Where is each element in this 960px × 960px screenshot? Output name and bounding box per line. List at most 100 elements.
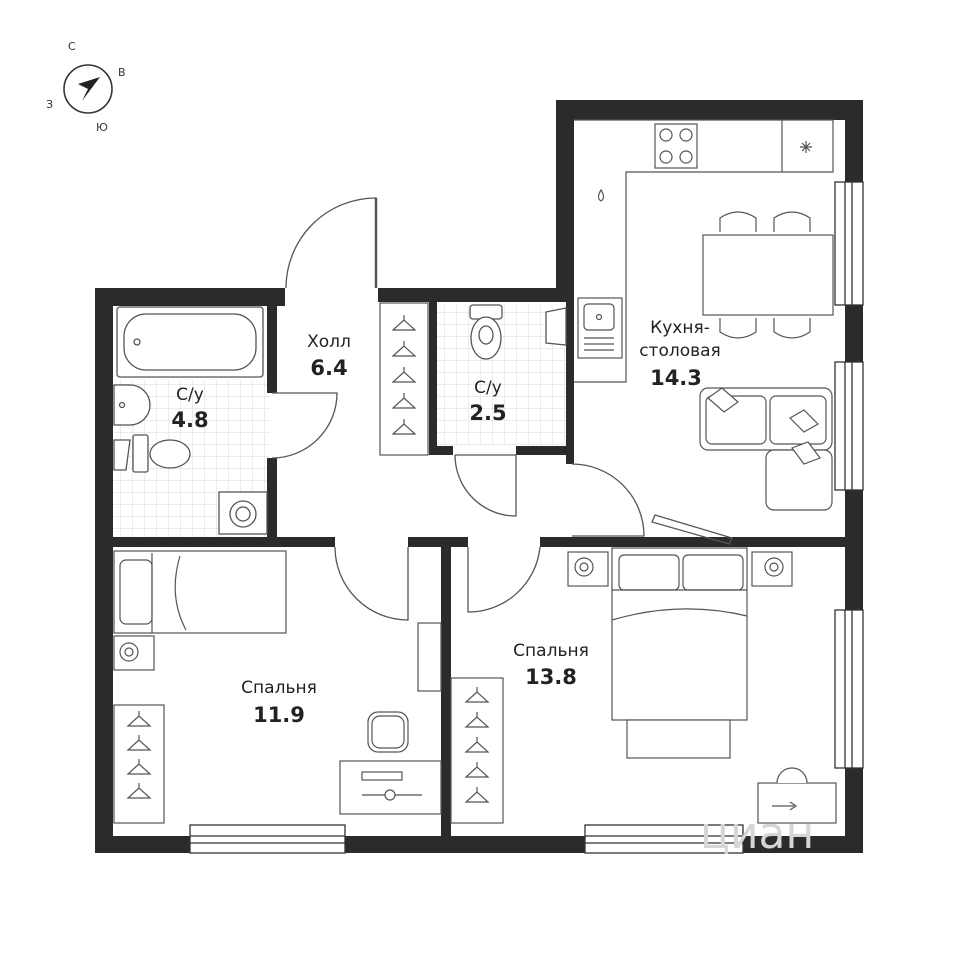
exterior-walls <box>95 100 863 853</box>
wall <box>845 768 863 853</box>
hanger-icon <box>391 341 417 357</box>
hanger-icon <box>126 711 152 727</box>
room-area-wc: 2.5 <box>469 401 506 425</box>
compass-north: С <box>68 40 76 53</box>
windows <box>189 181 864 854</box>
pillow-icon <box>789 409 819 433</box>
room-labels: С/у 4.8 Холл 6.4 С/у 2.5 Кухня- столовая… <box>171 318 720 727</box>
hanger-icon <box>391 367 417 383</box>
pillow-icon <box>791 441 821 465</box>
balcony-door-leaf <box>651 514 733 545</box>
stove-icon <box>654 123 698 169</box>
hanger-icon <box>391 419 417 435</box>
compass-south: Ю <box>96 121 108 134</box>
wall <box>429 302 437 455</box>
room-area-bathroom: 4.8 <box>171 408 208 432</box>
bedroom-left-door <box>334 546 409 621</box>
wall <box>845 490 863 610</box>
window <box>834 181 864 306</box>
room-name-bedroom-left: Спальня <box>241 678 317 698</box>
wall <box>556 100 863 120</box>
wall <box>378 288 574 302</box>
chair-icon <box>719 211 757 232</box>
interior-walls <box>113 288 845 837</box>
wall <box>95 836 190 853</box>
hanger-icon <box>464 687 490 703</box>
hanger-icon <box>464 712 490 728</box>
hanger-icon <box>126 783 152 799</box>
hall-closet <box>379 302 429 456</box>
room-area-bedroom-left: 11.9 <box>253 703 305 727</box>
room-name-wc: С/у <box>474 378 502 398</box>
chair-icon <box>773 318 811 339</box>
wall <box>441 537 451 837</box>
water-drop-icon <box>597 188 605 202</box>
bedroom-left-furniture <box>113 550 442 824</box>
kitchen-fixtures <box>574 119 834 511</box>
room-area-bedroom-right: 13.8 <box>525 665 577 689</box>
kitchen-sink-icon <box>577 297 623 359</box>
hanger-icon <box>391 393 417 409</box>
wall <box>345 836 585 853</box>
fridge-icon <box>800 141 812 153</box>
vanity-table-icon <box>757 767 837 824</box>
sink-icon <box>113 384 151 426</box>
kitchen-door <box>571 463 645 537</box>
wc-fixtures <box>469 304 567 360</box>
hanger-icon <box>464 787 490 803</box>
room-area-hall: 6.4 <box>310 356 347 380</box>
doors <box>271 197 733 621</box>
wall <box>267 288 277 393</box>
hanger-icon <box>391 315 417 331</box>
watermark: циан <box>700 808 814 859</box>
wardrobe <box>450 677 504 824</box>
single-bed-icon <box>113 550 287 634</box>
wardrobe <box>379 302 429 456</box>
room-name-kitchen-line1: Кухня- <box>650 318 710 338</box>
bedroom-right-door <box>467 546 541 613</box>
room-name-bathroom: С/у <box>176 385 204 405</box>
window <box>834 361 864 491</box>
wall <box>566 298 574 464</box>
compass-arrow-icon <box>78 77 100 101</box>
entrance-door <box>285 197 378 289</box>
bathroom-fixtures <box>113 306 268 535</box>
dining-table-icon <box>702 211 834 339</box>
wall-shelf <box>417 622 442 692</box>
desk-icon <box>339 760 442 815</box>
chair-icon <box>719 318 757 339</box>
window <box>584 824 744 854</box>
nightstand-icon <box>567 551 609 587</box>
toilet-icon <box>469 304 503 360</box>
wall <box>845 305 863 362</box>
wall <box>556 100 574 298</box>
wall <box>743 836 863 853</box>
double-bed-icon <box>611 547 748 759</box>
bedroom-right-furniture <box>450 547 837 824</box>
room-name-kitchen-line2: столовая <box>639 341 721 361</box>
bathtub-icon <box>116 306 264 378</box>
hanger-rack <box>113 704 165 824</box>
wall <box>95 288 113 853</box>
compass: С В Ю З <box>46 40 126 134</box>
hanger-icon <box>464 762 490 778</box>
nightstand-icon <box>113 635 155 671</box>
compass-east: В <box>118 66 126 79</box>
washing-machine-icon <box>218 491 268 535</box>
window <box>834 609 864 769</box>
wall <box>95 288 285 306</box>
nightstand-icon <box>751 551 793 587</box>
hanger-icon <box>464 737 490 753</box>
toilet-icon <box>113 434 191 473</box>
wall <box>437 446 453 455</box>
wc-door <box>454 454 517 517</box>
wc-sink-icon <box>545 307 567 346</box>
wall <box>516 446 572 455</box>
room-area-kitchen: 14.3 <box>650 366 702 390</box>
hanger-icon <box>126 735 152 751</box>
chair-icon <box>773 211 811 232</box>
wall <box>408 537 468 547</box>
window <box>189 824 346 854</box>
room-name-hall: Холл <box>307 332 351 352</box>
room-name-bedroom-right: Спальня <box>513 641 589 661</box>
